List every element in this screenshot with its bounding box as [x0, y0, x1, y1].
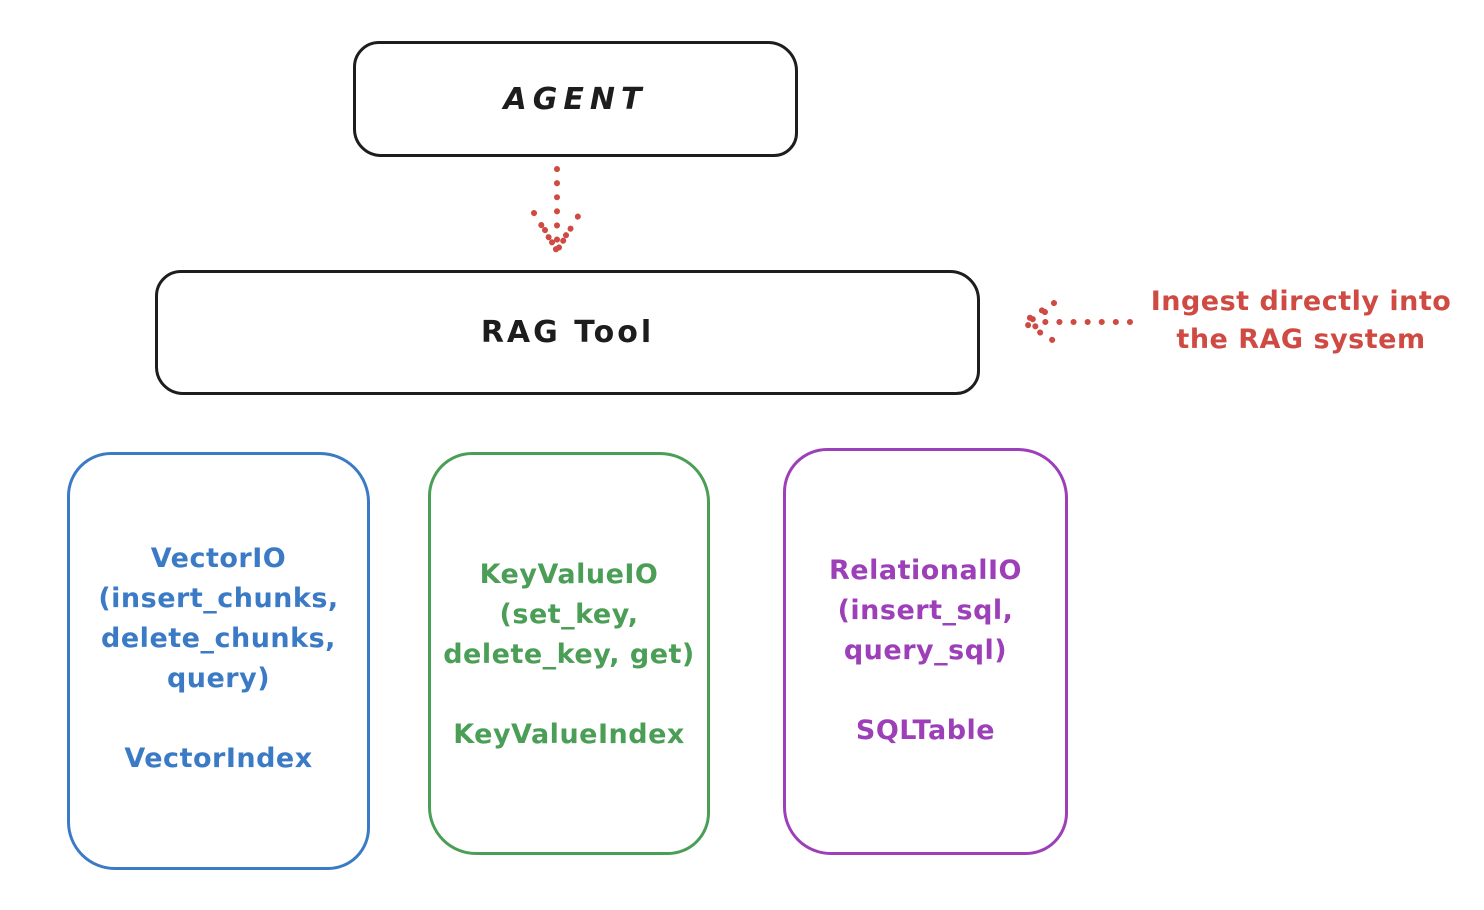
vector-io-line: query) [166, 663, 271, 694]
ingest-annotation: Ingest directly into the RAG system [1138, 283, 1464, 359]
vector-io-line: VectorIO [150, 543, 287, 574]
annotation-to-rag-dotted-arrow [1020, 300, 1133, 344]
agent-box: AGENT [353, 41, 798, 157]
vector-index-label: VectorIndex [124, 743, 313, 774]
ingest-annotation-line2: the RAG system [1176, 324, 1426, 355]
keyvalue-io-line: delete_key, get) [443, 639, 695, 670]
rag-tool-box: RAG Tool [155, 270, 980, 395]
ingest-annotation-line1: Ingest directly into [1150, 286, 1452, 317]
sql-table-label: SQLTable [855, 715, 996, 746]
relational-io-line: RelationalIO [829, 555, 1022, 586]
rag-tool-box-label: RAG Tool [480, 315, 655, 350]
keyvalue-index-label: KeyValueIndex [453, 719, 685, 750]
keyvalue-io-box: KeyValueIO (set_key, delete_key, get) Ke… [428, 452, 710, 855]
agent-box-label: AGENT [503, 81, 648, 117]
keyvalue-io-line: (set_key, [499, 599, 639, 630]
relational-io-line: (insert_sql, [837, 595, 1014, 626]
keyvalue-io-text: KeyValueIO (set_key, delete_key, get) Ke… [431, 455, 707, 755]
keyvalue-io-line: KeyValueIO [479, 559, 659, 590]
agent-to-rag-dotted-arrow [531, 166, 583, 254]
relational-io-box: RelationalIO (insert_sql, query_sql) SQL… [783, 448, 1068, 855]
vector-io-box: VectorIO (insert_chunks, delete_chunks, … [67, 452, 370, 870]
vector-io-line: (insert_chunks, [98, 583, 339, 614]
vector-io-line: delete_chunks, [101, 623, 336, 654]
relational-io-line: query_sql) [843, 635, 1008, 666]
relational-io-text: RelationalIO (insert_sql, query_sql) SQL… [786, 451, 1065, 751]
vector-io-text: VectorIO (insert_chunks, delete_chunks, … [70, 455, 367, 779]
